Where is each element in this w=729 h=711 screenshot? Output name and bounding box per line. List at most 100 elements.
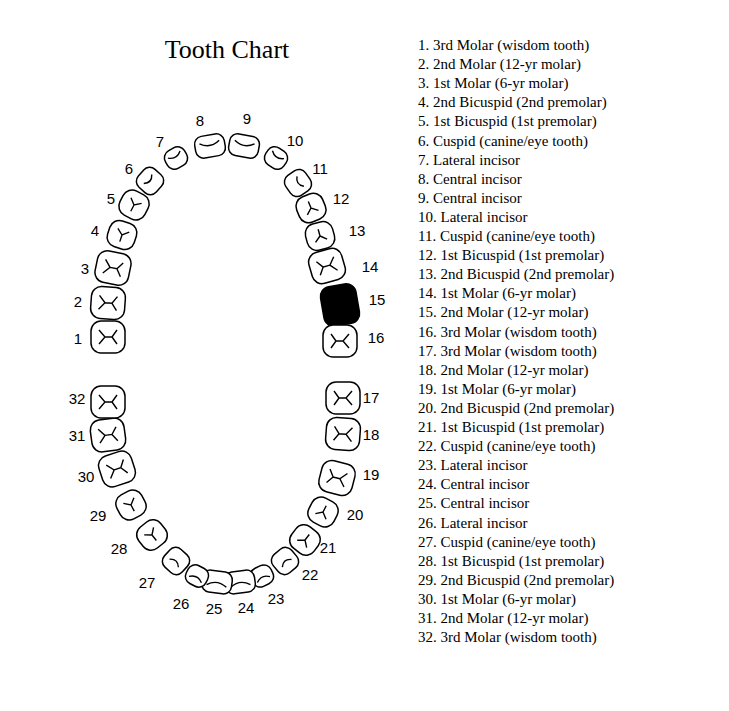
tooth-fissure <box>168 151 182 161</box>
tooth-crown <box>319 282 361 328</box>
tooth-key-entry: 9. Central incisor <box>418 190 522 205</box>
tooth-fissure <box>144 527 161 544</box>
tooth-outline <box>91 321 125 353</box>
tooth-number: 3 <box>81 261 89 276</box>
tooth-number: 25 <box>206 601 223 616</box>
tooth-number: 21 <box>320 540 337 555</box>
tooth-outline <box>104 218 139 252</box>
tooth-crown <box>323 325 357 357</box>
tooth-number: 9 <box>243 111 251 126</box>
tooth-key-entry: 11. Cuspid (canine/eye tooth) <box>418 229 595 244</box>
tooth-fissure <box>312 228 327 243</box>
tooth-number: 24 <box>238 600 255 615</box>
tooth-key-entry: 18. 2nd Molar (12-yr molar) <box>418 362 588 377</box>
tooth-crown <box>293 190 329 226</box>
tooth-key-entry: 2. 2nd Molar (12-yr molar) <box>418 57 581 72</box>
tooth-crown <box>326 382 360 414</box>
tooth-fissure <box>303 199 319 215</box>
tooth-key-entry: 16. 3rd Molar (wisdom tooth) <box>418 324 597 339</box>
tooth-fissure <box>103 259 123 276</box>
tooth-number: 10 <box>287 133 304 148</box>
tooth-crown <box>306 246 348 286</box>
tooth-fissure <box>189 574 203 583</box>
tooth-outline <box>227 132 260 159</box>
chart-title: Tooth Chart <box>165 37 290 63</box>
tooth-key-entry: 8. Central incisor <box>418 171 522 186</box>
tooth-crown <box>325 417 361 451</box>
tooth-crown <box>317 458 358 497</box>
tooth-outline <box>91 386 125 418</box>
tooth-number: 13 <box>349 223 366 238</box>
tooth-key-entry: 25. Central incisor <box>418 496 529 511</box>
tooth-outline <box>133 164 167 198</box>
tooth-key-entry: 22. Cuspid (canine/eye tooth) <box>418 439 595 454</box>
tooth-crown <box>304 494 341 531</box>
tooth-key-entry: 10. Lateral incisor <box>418 209 528 224</box>
tooth-key-entry: 17. 3rd Molar (wisdom tooth) <box>418 343 597 358</box>
tooth-number: 14 <box>362 259 379 274</box>
tooth-outline <box>293 190 329 226</box>
tooth-key-entry: 32. 3rd Molar (wisdom tooth) <box>418 630 597 645</box>
tooth-outline <box>193 133 226 160</box>
tooth-fissure <box>327 469 348 487</box>
tooth-crown <box>161 144 190 172</box>
tooth-number: 19 <box>363 467 380 482</box>
tooth-outline <box>304 494 341 531</box>
tooth-number: 31 <box>69 428 86 443</box>
tooth-outline <box>133 516 172 555</box>
tooth-crown <box>193 133 226 160</box>
tooth-number: 16 <box>368 330 385 345</box>
tooth-fissure <box>170 557 181 567</box>
tooth-fissure <box>99 295 118 310</box>
tooth-fissure <box>271 151 284 161</box>
tooth-number: 30 <box>78 469 95 484</box>
tooth-fissure <box>98 427 118 443</box>
tooth-crown <box>133 164 167 198</box>
tooth-outline <box>319 282 361 328</box>
tooth-outline <box>317 458 358 497</box>
tooth-key-entry: 26. Lateral incisor <box>418 515 528 530</box>
tooth-fissure <box>295 176 304 188</box>
tooth-fissure <box>334 391 352 405</box>
tooth-crown <box>227 132 260 159</box>
tooth-outline <box>261 144 290 173</box>
tooth-outline <box>323 325 357 357</box>
tooth-outline <box>306 246 348 286</box>
tooth-fissure <box>256 574 270 583</box>
tooth-fissure <box>123 498 139 514</box>
tooth-outline <box>89 417 127 453</box>
tooth-outline <box>159 544 193 578</box>
tooth-crown <box>91 386 125 418</box>
tooth-outline <box>112 487 149 524</box>
tooth-outline <box>326 382 360 414</box>
tooth-key-entry: 13. 2nd Bicuspid (2nd premolar) <box>418 267 614 282</box>
tooth-number: 4 <box>91 223 99 238</box>
tooth-number: 15 <box>369 292 386 307</box>
tooth-outline <box>93 249 133 287</box>
tooth-number: 11 <box>312 161 328 176</box>
tooth-fissure <box>106 460 127 479</box>
tooth-number: 32 <box>69 391 86 406</box>
tooth-crown <box>89 417 127 453</box>
tooth-crown <box>93 249 133 287</box>
tooth-fissure <box>280 557 291 567</box>
tooth-number: 1 <box>74 331 82 346</box>
tooth-number: 29 <box>90 508 107 523</box>
tooth-key-entry: 31. 2nd Molar (12-yr molar) <box>418 611 588 626</box>
tooth-crown <box>90 286 126 320</box>
tooth-key-entry: 19. 1st Molar (6-yr molar) <box>418 381 576 396</box>
tooth-number: 12 <box>333 191 350 206</box>
tooth-outline <box>90 286 126 320</box>
tooth-crown <box>96 448 138 489</box>
tooth-number: 28 <box>111 541 128 556</box>
tooth-number: 23 <box>268 591 285 606</box>
tooth-fissure <box>99 330 117 344</box>
tooth-crown <box>159 544 193 578</box>
tooth-crown <box>261 144 290 173</box>
tooth-crown <box>112 487 149 524</box>
tooth-key-entry: 28. 1st Bicuspid (1st premolar) <box>418 553 604 568</box>
tooth-number: 6 <box>125 161 133 176</box>
tooth-key-entry: 15. 2nd Molar (12-yr molar) <box>418 305 588 320</box>
tooth-fissure <box>234 140 254 147</box>
